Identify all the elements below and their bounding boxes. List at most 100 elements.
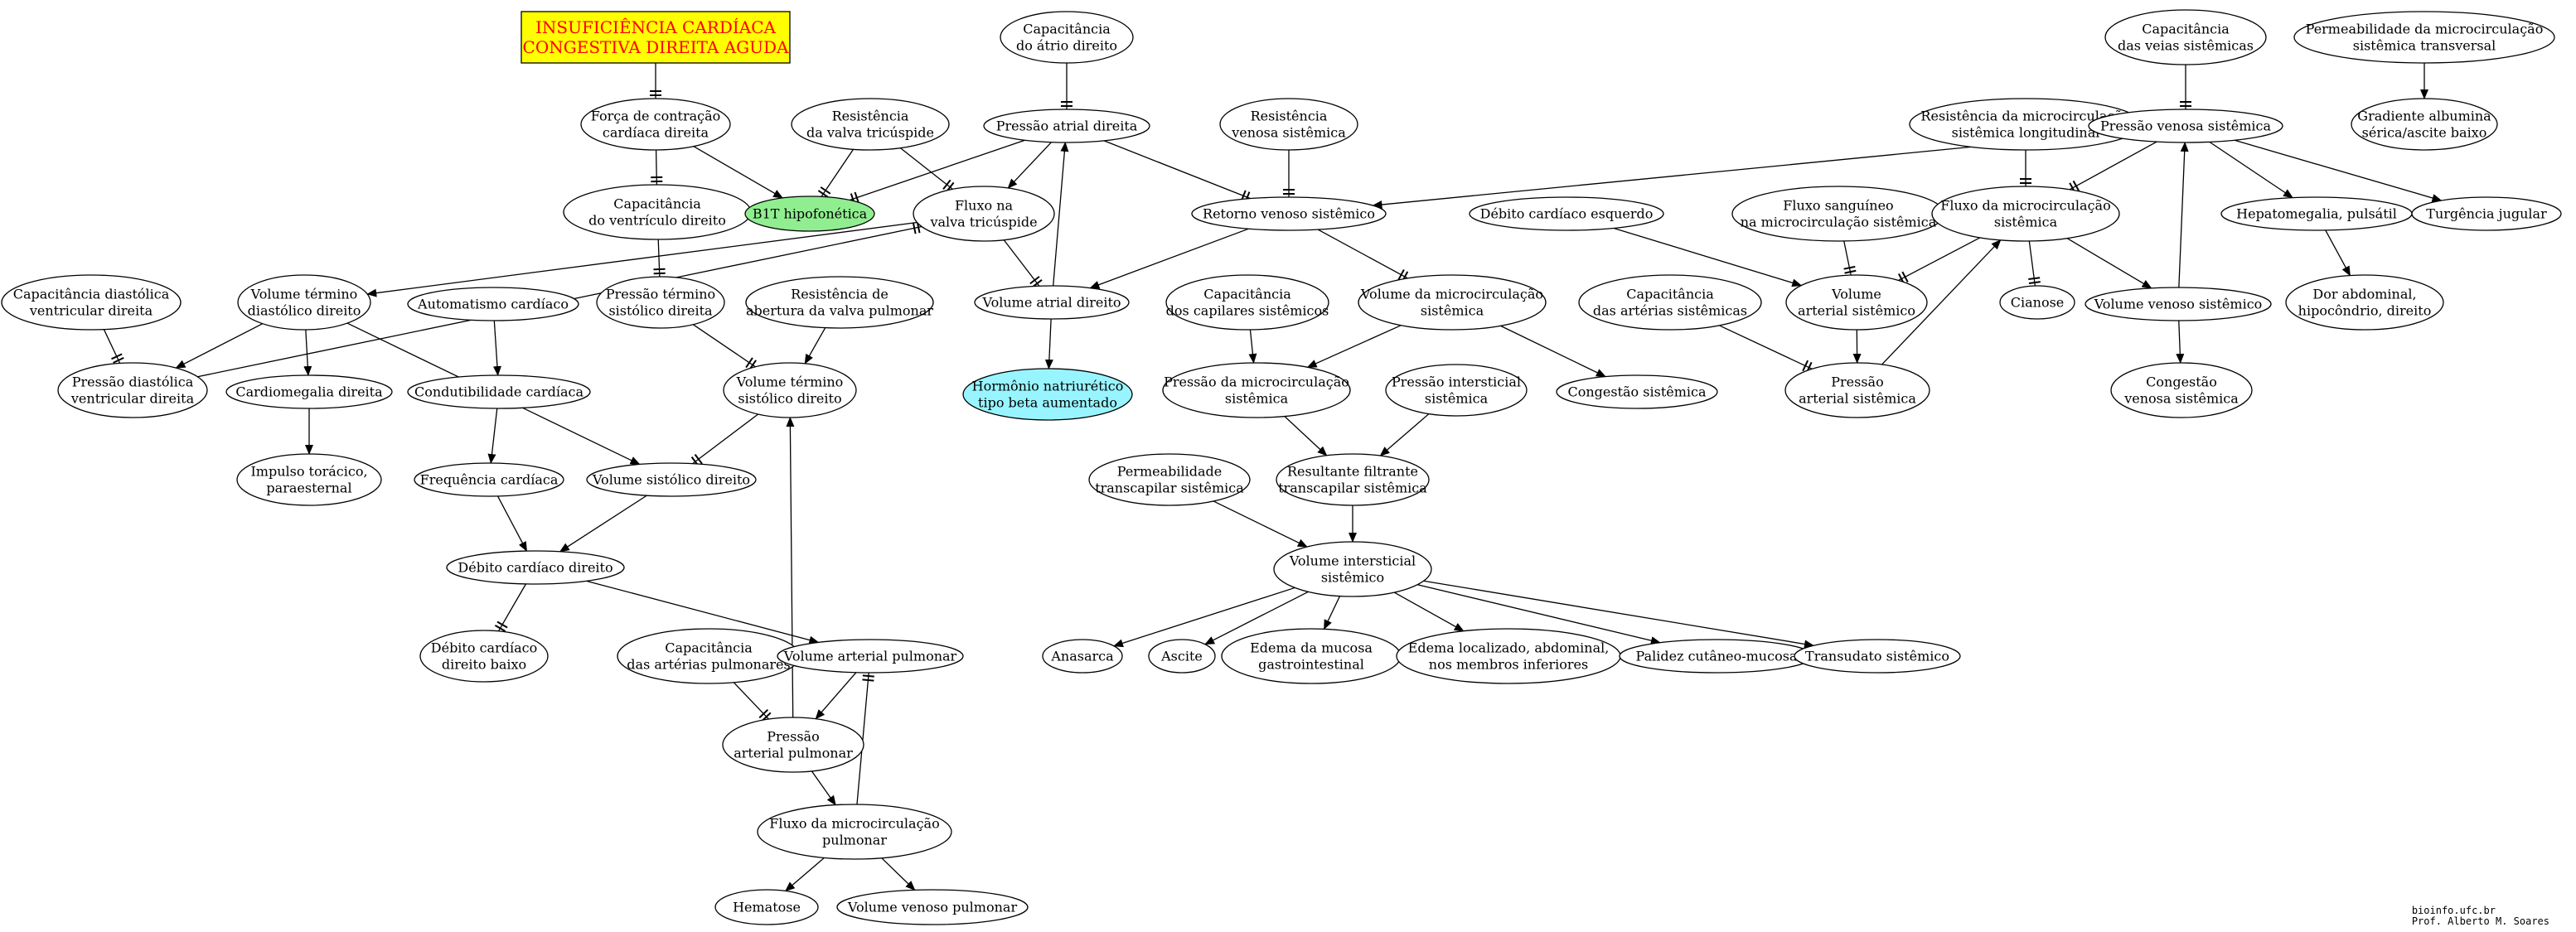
node-shape-vvs bbox=[2085, 287, 2272, 321]
node-shape-result bbox=[1276, 453, 1430, 506]
node-shape-cap_veias bbox=[2104, 9, 2267, 65]
node-label-vol_micro-1: sistêmica bbox=[1421, 303, 1484, 319]
node-vvp: Volume venoso pulmonar bbox=[836, 889, 1029, 925]
node-automat: Automatismo cardíaco bbox=[407, 287, 579, 321]
node-retorno: Retorno venoso sistêmico bbox=[1191, 196, 1387, 231]
edge-fluxo_micro_sis-to-vas bbox=[1898, 237, 1981, 282]
edge-pas-to-fluxo_micro_sis bbox=[1881, 239, 2002, 365]
tee-marker-res_tric-to-b1t bbox=[817, 186, 831, 198]
node-shape-vsd bbox=[586, 462, 757, 497]
node-label-impulso-0: Impulso torácico, bbox=[250, 464, 367, 480]
node-label-edema_muc-1: gastrointestinal bbox=[1258, 657, 1364, 673]
node-label-fluxo_micro_sis-1: sistêmica bbox=[1994, 215, 2058, 230]
edge-cap_art_sis-to-pas bbox=[1718, 325, 1813, 369]
edge-pvs-to-fluxo_micro_sis bbox=[2069, 141, 2157, 191]
node-label-hormonio-0: Hormônio natriurético bbox=[972, 379, 1124, 394]
edge-retorno-to-vol_micro bbox=[1317, 229, 1408, 279]
node-vap: Volume arterial pulmonar bbox=[777, 639, 964, 674]
edge-cap_art_pulm-to-pap bbox=[733, 682, 769, 720]
node-label-pad-0: Pressão atrial direita bbox=[996, 118, 1138, 134]
node-cong_sis: Congestão sistêmica bbox=[1556, 374, 1718, 409]
node-label-automat-0: Automatismo cardíaco bbox=[417, 297, 569, 312]
node-label-vsd-0: Volume sistólico direito bbox=[592, 472, 750, 488]
node-dce: Débito cardíaco esquerdo bbox=[1469, 196, 1664, 231]
node-transudato: Transudato sistêmico bbox=[1794, 639, 1961, 674]
node-shape-hematose bbox=[714, 889, 819, 925]
node-dor_abd: Dor abdominal,hipocôndrio, direito bbox=[2285, 274, 2444, 331]
node-label-conduti-0: Condutibilidade cardíaca bbox=[414, 384, 583, 400]
node-label-cap_cap-1: dos capilares sistêmicos bbox=[1166, 303, 1329, 319]
node-label-forca-0: Força de contração bbox=[591, 109, 721, 124]
node-label-palidez-0: Palidez cutâneo-mucosa bbox=[1636, 649, 1798, 664]
node-shape-res_ven bbox=[1219, 98, 1358, 151]
node-shape-dce bbox=[1469, 196, 1664, 231]
node-label-pap-0: Pressão bbox=[767, 729, 819, 745]
node-shape-press_int bbox=[1385, 364, 1528, 417]
node-label-edema_loc-1: nos membros inferiores bbox=[1429, 657, 1588, 673]
edge-vvs-to-cong_ven bbox=[2176, 320, 2185, 365]
node-shape-cong_ven bbox=[2110, 362, 2253, 418]
node-label-cap_ad-0: Capacitância bbox=[1023, 22, 1111, 37]
edge-vtd-to-press_dias bbox=[175, 323, 264, 369]
node-hematose: Hematose bbox=[714, 889, 819, 925]
node-shape-turg bbox=[2411, 196, 2562, 231]
credit-site: bioinfo.ufc.br bbox=[2411, 905, 2496, 916]
node-shape-b1t bbox=[744, 196, 875, 232]
node-shape-vap bbox=[777, 639, 964, 674]
edge-cap_cap-to-press_micro bbox=[1248, 329, 1257, 365]
node-label-res_ven-0: Resistência bbox=[1251, 109, 1328, 124]
node-label-vtd-0: Volume término bbox=[250, 287, 358, 302]
node-label-fluxo_sang-1: na microcirculação sistêmica bbox=[1741, 215, 1937, 230]
edge-vap-to-pap bbox=[815, 672, 857, 720]
node-vad: Volume atrial direito bbox=[974, 285, 1130, 320]
tee-marker-forca-to-cap_vd bbox=[651, 176, 663, 183]
node-shape-dcd bbox=[446, 550, 625, 585]
tee-marker-fluxo_sang-to-vas bbox=[1843, 265, 1857, 274]
node-label-res_micro_long-1: sistêmica longitudinal bbox=[1952, 125, 2100, 141]
edge-vol_int-to-anasarca bbox=[1113, 587, 1295, 648]
node-cardiomeg: Cardiomegalia direita bbox=[225, 374, 393, 409]
tee-marker-cap_ad-to-pad bbox=[1061, 101, 1073, 107]
edge-conduti-to-freq bbox=[487, 408, 498, 465]
node-label-fluxo_tric-0: Fluxo na bbox=[955, 198, 1014, 214]
node-label-pas-0: Pressão bbox=[1831, 374, 1883, 390]
edge-fluxo_micro_pulm-to-hematose bbox=[784, 857, 825, 892]
node-label-cardiomeg-0: Cardiomegalia direita bbox=[235, 384, 383, 400]
edge-vol_micro-to-press_micro bbox=[1306, 325, 1402, 368]
node-hepato: Hepatomegalia, pulsátil bbox=[2220, 196, 2413, 231]
edge-res_pulm-to-vts bbox=[804, 327, 826, 365]
edge-cap_vd-to-pts bbox=[657, 239, 661, 278]
node-shape-vtd bbox=[237, 274, 371, 331]
node-label-anasarca-0: Anasarca bbox=[1050, 649, 1114, 664]
node-perm_micro: Permeabilidade da microcirculaçãosistêmi… bbox=[2293, 11, 2555, 64]
edge-vol_int-to-palidez bbox=[1417, 584, 1661, 645]
node-label-res_micro_long-0: Resistência da microcirculação bbox=[1920, 109, 2130, 124]
node-label-cianose-0: Cianose bbox=[2011, 295, 2065, 311]
node-shape-cap_dias bbox=[1, 274, 182, 331]
node-label-vad-0: Volume atrial direito bbox=[982, 295, 1121, 311]
node-label-cong_ven-0: Congestão bbox=[2146, 374, 2217, 390]
node-shape-cap_ad bbox=[1000, 11, 1134, 64]
node-label-fluxo_micro_pulm-1: pulmonar bbox=[822, 833, 887, 848]
edge-forca-to-b1t bbox=[693, 146, 784, 199]
node-impulso: Impulso torácico,paraesternal bbox=[236, 453, 382, 506]
node-shape-perm_trans bbox=[1088, 453, 1251, 506]
node-shape-conduti bbox=[407, 374, 591, 409]
edge-vtd-to-cardiomeg bbox=[303, 329, 312, 376]
edge-fluxo_sang-to-vas bbox=[1843, 240, 1852, 276]
